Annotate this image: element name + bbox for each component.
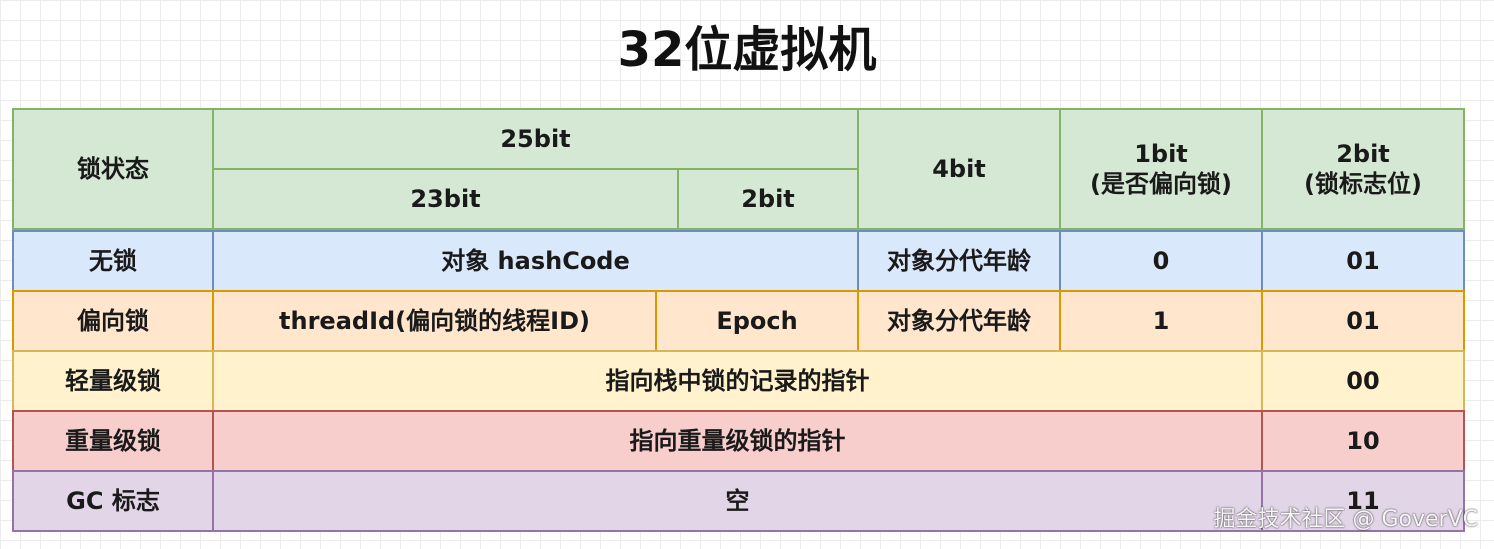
- row-lightweight-pointer: 指向栈中锁的记录的指针: [212, 350, 1263, 412]
- row-no-lock-state: 无锁: [12, 230, 214, 292]
- row-lightweight-state: 轻量级锁: [12, 350, 214, 412]
- row-lightweight-flag: 00: [1261, 350, 1465, 412]
- row-biased-state: 偏向锁: [12, 290, 214, 352]
- row-gc-empty: 空: [212, 470, 1263, 532]
- row-heavyweight-flag: 10: [1261, 410, 1465, 472]
- row-no-lock-age: 对象分代年龄: [857, 230, 1061, 292]
- header-lock-state: 锁状态: [12, 108, 214, 230]
- diagram-title: 32位虚拟机: [617, 22, 877, 78]
- row-biased-age: 对象分代年龄: [857, 290, 1061, 352]
- header-25bit: 25bit: [212, 108, 859, 170]
- row-biased-flag: 01: [1261, 290, 1465, 352]
- row-no-lock-flag: 01: [1261, 230, 1465, 292]
- header-2bit: 2bit: [677, 168, 859, 230]
- row-biased-biased-bit: 1: [1059, 290, 1263, 352]
- row-gc-state: GC 标志: [12, 470, 214, 532]
- header-2bit-flag: 2bit (锁标志位): [1261, 108, 1465, 230]
- row-no-lock-biased-bit: 0: [1059, 230, 1263, 292]
- header-23bit: 23bit: [212, 168, 679, 230]
- header-4bit: 4bit: [857, 108, 1061, 230]
- header-1bit-biased: 1bit (是否偏向锁): [1059, 108, 1263, 230]
- row-no-lock-hashcode: 对象 hashCode: [212, 230, 859, 292]
- watermark: 掘金技术社区 @ GoverVC: [1213, 507, 1478, 532]
- row-heavyweight-state: 重量级锁: [12, 410, 214, 472]
- row-gc-flag: 11: [1261, 470, 1465, 532]
- row-biased-epoch: Epoch: [655, 290, 859, 352]
- row-heavyweight-pointer: 指向重量级锁的指针: [212, 410, 1263, 472]
- row-biased-thread-id: threadId(偏向锁的线程ID): [212, 290, 657, 352]
